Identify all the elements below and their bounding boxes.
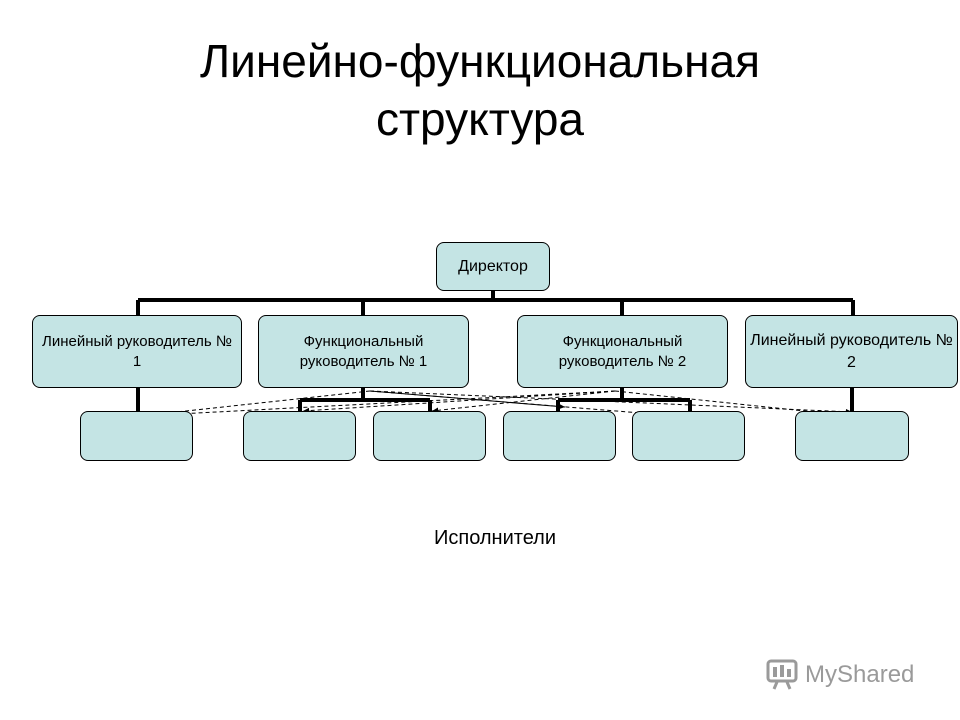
executor-box-1 [80, 411, 193, 461]
line-manager-1-label: Линейный руководитель № 1 [42, 332, 232, 370]
functional-manager-2-label: Функциональный руководитель № 2 [558, 332, 687, 370]
functional-link-fm2-executor-2 [302, 390, 616, 414]
executor-box-5 [632, 411, 745, 461]
page-title-line-2: структура [375, 93, 584, 145]
director-label: Директор [458, 257, 528, 275]
functional-link-fm2-executor-3 [431, 390, 616, 414]
functional-manager-1-box: Функциональный руководитель № 1 [258, 315, 469, 388]
watermark-text: MyShared [805, 661, 915, 688]
functional-manager-1-label: Функциональный руководитель № 1 [299, 332, 428, 370]
executor-box-3 [373, 411, 486, 461]
line-manager-2-label: Линейный руководитель № 2 [750, 331, 953, 371]
projector-screen-icon [765, 659, 799, 691]
functional-link-fm1-executor-6 [369, 390, 853, 415]
executor-box-6 [795, 411, 909, 461]
director-box: Директор [436, 242, 550, 291]
page-title: Линейно-функциональная структура [0, 32, 960, 148]
line-manager-1-box: Линейный руководитель № 1 [32, 315, 242, 388]
functional-manager-2-box: Функциональный руководитель № 2 [517, 315, 728, 388]
executors-label: Исполнители [433, 527, 556, 549]
line-manager-2-box: Линейный руководитель № 2 [745, 315, 958, 388]
page-title-line-1: Линейно-функциональная [199, 35, 761, 87]
watermark: MyShared [765, 655, 914, 695]
executor-box-2 [243, 411, 356, 461]
executor-box-4 [503, 411, 616, 461]
functional-link-fm2-executor-1 [139, 390, 616, 419]
